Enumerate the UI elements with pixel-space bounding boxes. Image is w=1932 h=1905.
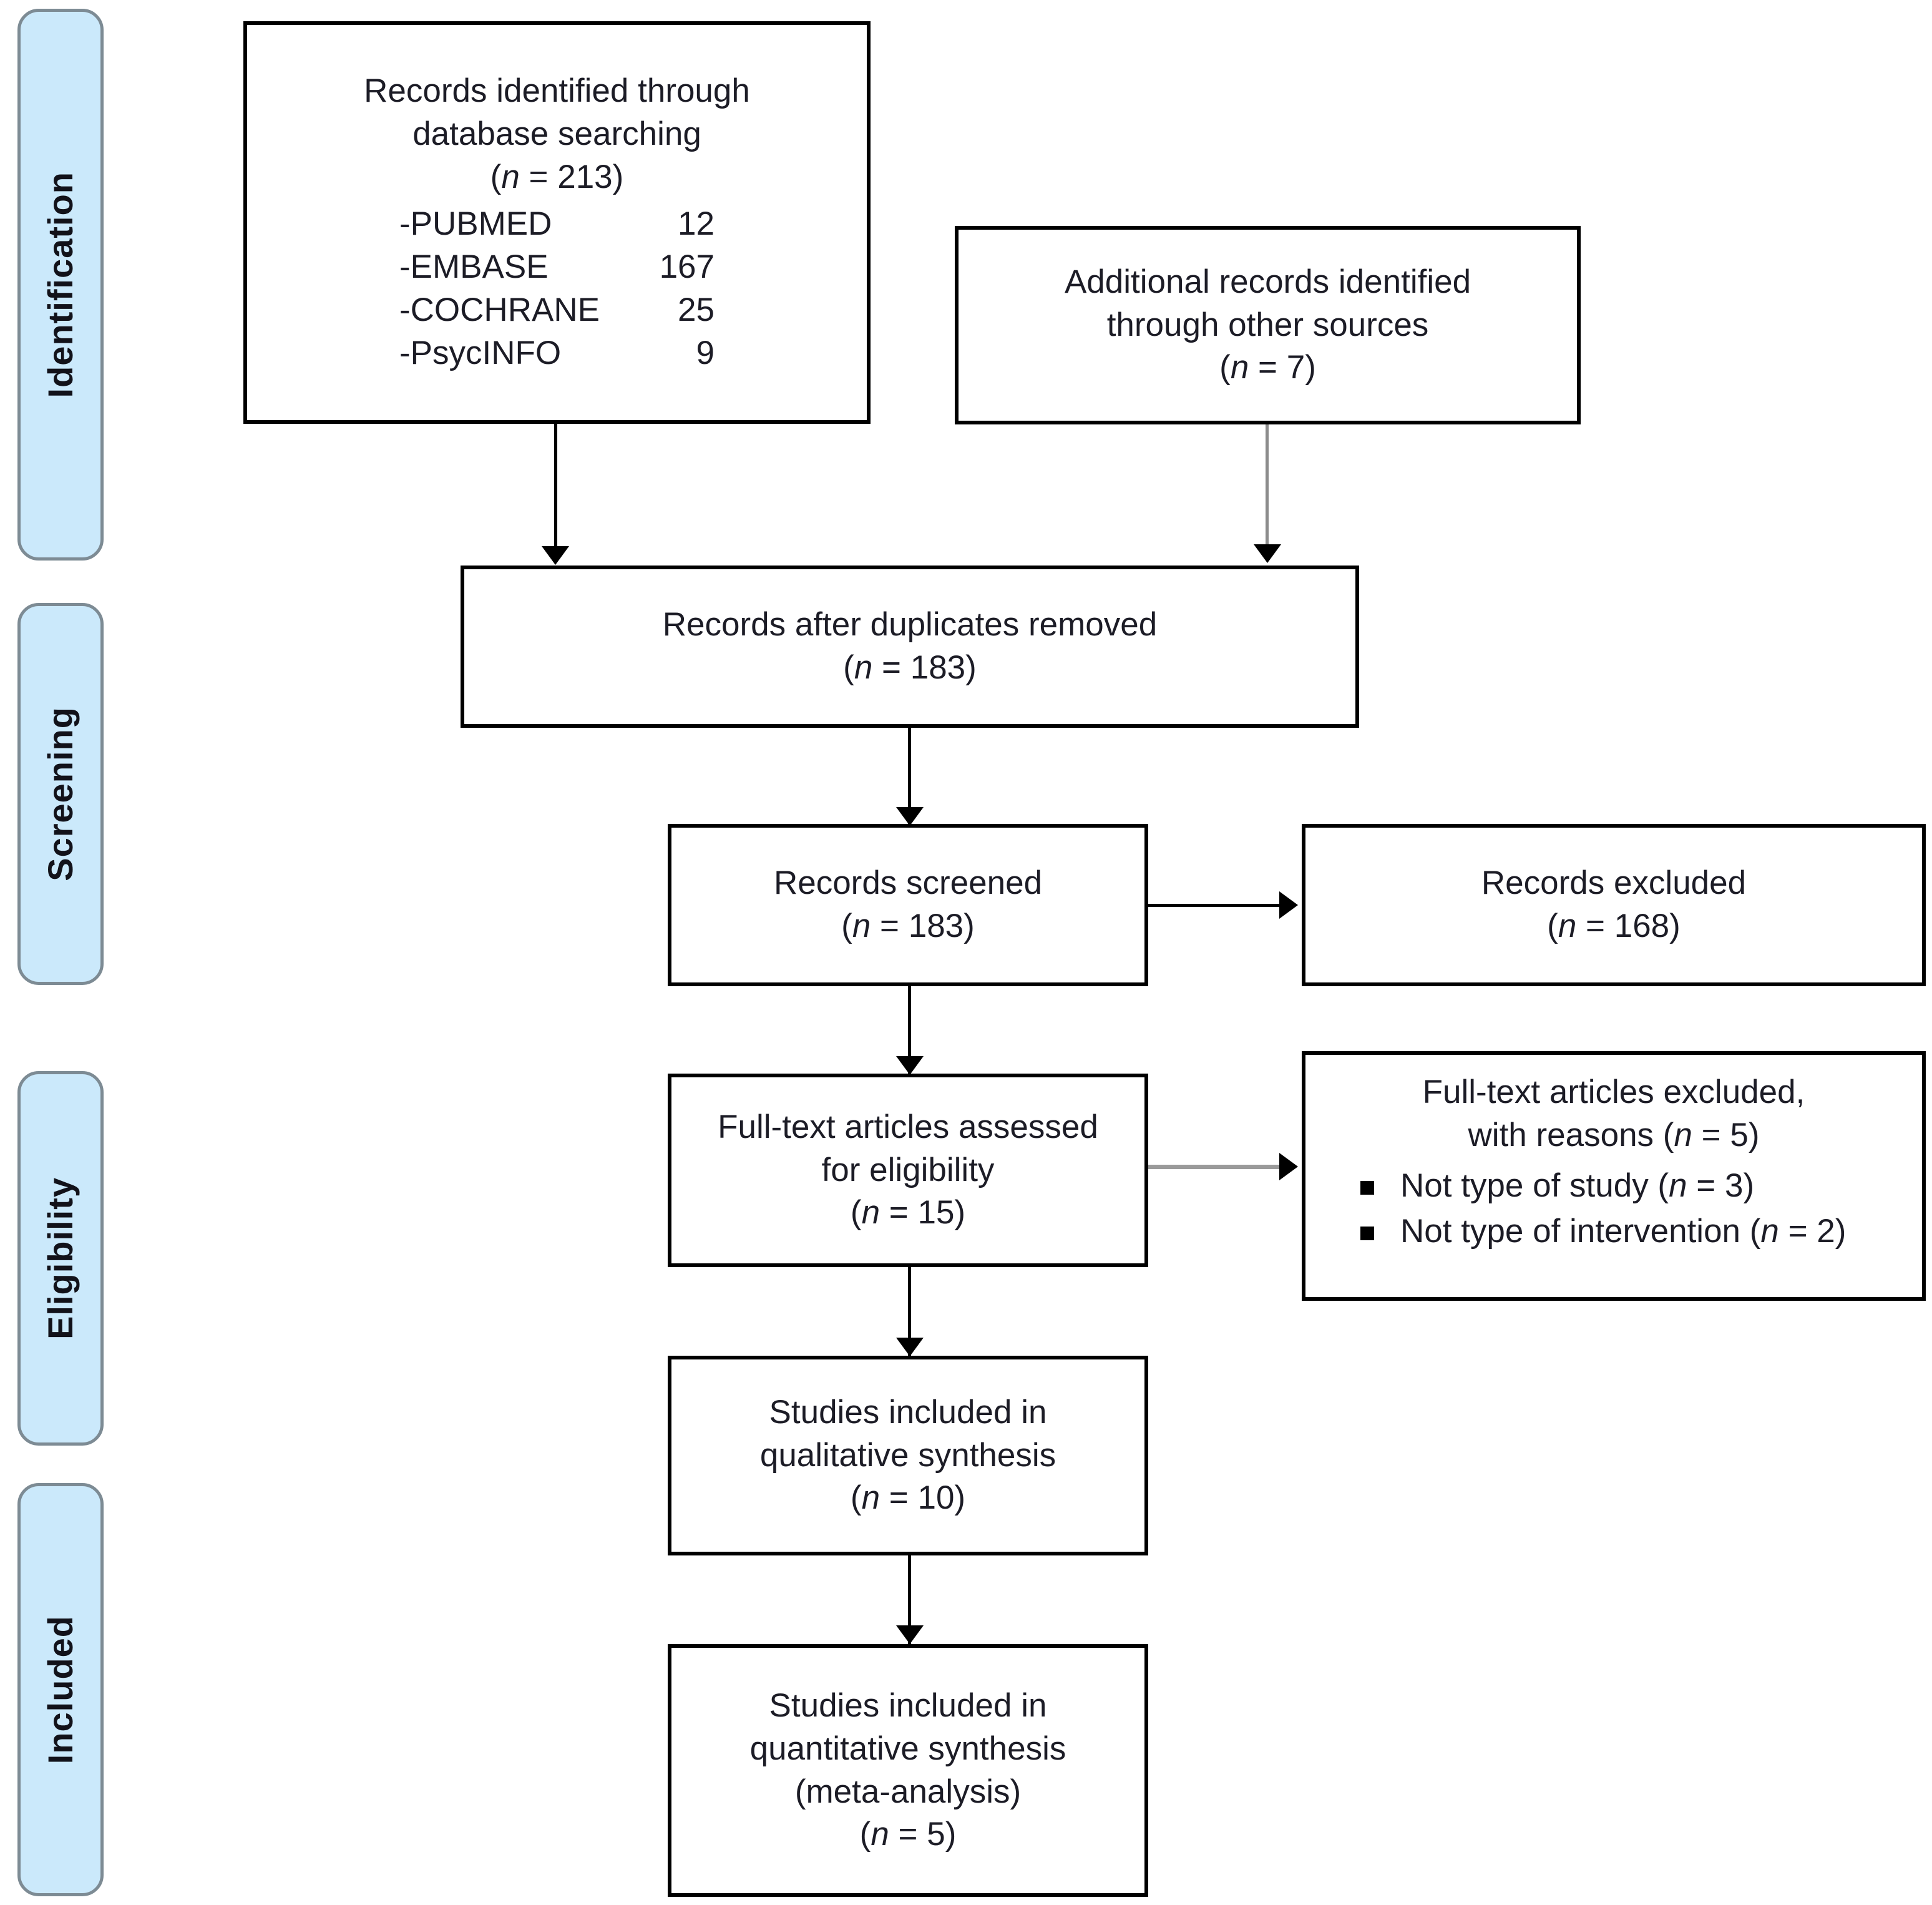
other-sources-count-value: 7 xyxy=(1286,349,1305,386)
stage-tab-eligibility: Eligibility xyxy=(17,1071,104,1446)
other-sources-count: (n = 7) xyxy=(1219,349,1316,386)
box-fulltext-articles-excluded: Full-text articles excluded, with reason… xyxy=(1302,1051,1926,1301)
database-source-name: -PsycINFO xyxy=(399,334,562,371)
database-source-count: 12 xyxy=(678,205,715,243)
connector-qualitative-to-quantitative-line xyxy=(908,1555,911,1650)
connector-db-to-duplicates-line xyxy=(554,424,557,562)
connector-fulltext-to-excluded-arrow xyxy=(1279,1153,1298,1180)
box-records-screened: Records screened (n = 183) xyxy=(668,824,1148,986)
connector-screened-to-fulltext-arrow xyxy=(896,1056,924,1075)
quantitative-line2: quantitative synthesis xyxy=(749,1730,1066,1767)
connector-screened-to-excluded-line xyxy=(1148,904,1287,907)
qualitative-line1: Studies included in xyxy=(769,1393,1047,1431)
fulltext-exclusion-reason-text: Not type of study (n = 3) xyxy=(1400,1167,1755,1204)
duplicates-removed-line1: Records after duplicates removed xyxy=(662,606,1158,644)
connector-duplicates-to-screened-arrow xyxy=(896,807,924,826)
other-sources-line1: Additional records identified xyxy=(1064,263,1471,300)
stage-tab-identification-label: Identification xyxy=(41,171,80,398)
records-screened-line1: Records screened xyxy=(773,864,1043,902)
connector-other-to-duplicates-arrow xyxy=(1254,544,1281,563)
connector-db-to-duplicates-arrow xyxy=(542,546,569,565)
database-source-row: -PUBMED 12 xyxy=(399,203,715,246)
records-excluded-count: (n = 168) xyxy=(1547,908,1681,944)
db-search-count: (n = 213) xyxy=(490,159,624,196)
database-source-count: 167 xyxy=(659,248,715,285)
database-source-name: -COCHRANE xyxy=(399,291,600,328)
connector-fulltext-to-qualitative-arrow xyxy=(896,1338,924,1356)
qualitative-line2: qualitative synthesis xyxy=(759,1436,1056,1474)
database-source-name: -PUBMED xyxy=(399,205,552,243)
connector-duplicates-to-screened-line xyxy=(908,728,911,837)
connector-screened-to-fulltext-line xyxy=(908,986,911,1080)
bullet-square-icon xyxy=(1360,1180,1374,1195)
fulltext-excluded-count-value: 5 xyxy=(1730,1116,1749,1153)
box-records-identified-database: Records identified through database sear… xyxy=(243,21,871,424)
connector-fulltext-to-excluded-line xyxy=(1148,1165,1287,1169)
records-excluded-count-value: 168 xyxy=(1614,908,1670,944)
connector-fulltext-to-qualitative-line xyxy=(908,1267,911,1362)
records-screened-count-value: 183 xyxy=(908,908,964,944)
database-source-row: -COCHRANE 25 xyxy=(399,289,715,332)
fulltext-excluded-line2: with reasons (n = 5) xyxy=(1468,1116,1760,1153)
fulltext-exclusion-reason-text: Not type of intervention (n = 2) xyxy=(1400,1212,1847,1250)
box-fulltext-articles-assessed: Full-text articles assessed for eligibil… xyxy=(668,1074,1148,1267)
bullet-square-icon xyxy=(1360,1226,1374,1240)
box-additional-records-other-sources: Additional records identified through ot… xyxy=(955,226,1581,424)
db-search-line1: Records identified through xyxy=(364,72,750,110)
quantitative-count: (n = 5) xyxy=(859,1816,957,1853)
database-source-row: -PsycINFO 9 xyxy=(399,332,715,375)
qualitative-count: (n = 10) xyxy=(850,1479,966,1517)
connector-other-to-duplicates-line xyxy=(1266,424,1269,556)
records-excluded-line1: Records excluded xyxy=(1481,864,1747,902)
fulltext-excluded-line1: Full-text articles excluded, xyxy=(1422,1074,1805,1110)
fulltext-assessed-count: (n = 15) xyxy=(850,1194,966,1232)
db-search-count-value: 213 xyxy=(557,159,613,196)
fulltext-assessed-line2: for eligibility xyxy=(821,1151,995,1188)
stage-tab-included-label: Included xyxy=(41,1615,80,1765)
stage-tab-included: Included xyxy=(17,1483,104,1896)
db-search-line2: database searching xyxy=(412,115,701,153)
fulltext-exclusion-reason-item: Not type of study (n = 3) xyxy=(1360,1165,1911,1208)
database-source-list: -PUBMED 12 -EMBASE 167 -COCHRANE 25 -Psy… xyxy=(399,203,715,375)
database-source-count: 25 xyxy=(678,291,715,328)
duplicates-removed-count-value: 183 xyxy=(910,649,966,686)
box-records-excluded: Records excluded (n = 168) xyxy=(1302,824,1926,986)
quantitative-line3: (meta-analysis) xyxy=(794,1773,1022,1810)
quantitative-line1: Studies included in xyxy=(769,1687,1047,1724)
connector-qualitative-to-quantitative-arrow xyxy=(896,1625,924,1644)
database-source-name: -EMBASE xyxy=(399,248,549,285)
fulltext-exclusion-reason-item: Not type of intervention (n = 2) xyxy=(1360,1210,1911,1253)
fulltext-assessed-count-value: 15 xyxy=(917,1194,955,1232)
database-source-count: 9 xyxy=(696,334,715,371)
fulltext-exclusion-reason-list: Not type of study (n = 3) Not type of in… xyxy=(1317,1162,1911,1253)
connector-screened-to-excluded-arrow xyxy=(1279,891,1298,919)
duplicates-removed-count: (n = 183) xyxy=(843,649,977,686)
records-screened-count: (n = 183) xyxy=(841,908,975,944)
other-sources-line2: through other sources xyxy=(1106,306,1429,343)
stage-tab-identification: Identification xyxy=(17,9,104,561)
box-studies-quantitative-synthesis: Studies included in quantitative synthes… xyxy=(668,1644,1148,1897)
database-source-row: -EMBASE 167 xyxy=(399,246,715,289)
stage-tab-eligibility-label: Eligibility xyxy=(41,1177,80,1339)
stage-tab-screening-label: Screening xyxy=(41,707,80,881)
qualitative-count-value: 10 xyxy=(917,1479,955,1517)
box-records-after-duplicates-removed: Records after duplicates removed (n = 18… xyxy=(461,566,1359,728)
quantitative-count-value: 5 xyxy=(927,1816,945,1853)
stage-tab-screening: Screening xyxy=(17,603,104,985)
box-studies-qualitative-synthesis: Studies included in qualitative synthesi… xyxy=(668,1356,1148,1555)
fulltext-assessed-line1: Full-text articles assessed xyxy=(718,1108,1098,1145)
